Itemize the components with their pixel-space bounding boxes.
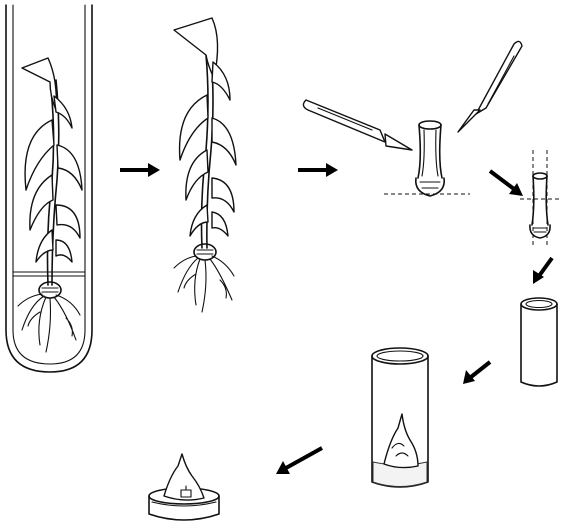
explant-callus [164,454,204,500]
roots [18,294,80,352]
tissue-cylinder [521,298,557,386]
roots [174,256,234,312]
explant-on-medium-dish [149,454,219,520]
arrow-4 [533,258,552,284]
arrow-5 [463,362,490,384]
arrow-2 [298,163,338,177]
arrow-1 [120,163,160,177]
plantlet-removed [174,18,236,312]
arrow-3 [490,171,523,196]
scalpel-right [458,41,522,132]
explant-callus [384,414,418,468]
shoot-base [384,121,470,196]
plantlet-in-tube [6,5,92,372]
explant-on-medium-tube [372,348,428,487]
arrow-6 [276,448,322,474]
scalpel-left [303,100,412,150]
leaf [22,58,56,110]
trimmed-base [520,150,560,245]
